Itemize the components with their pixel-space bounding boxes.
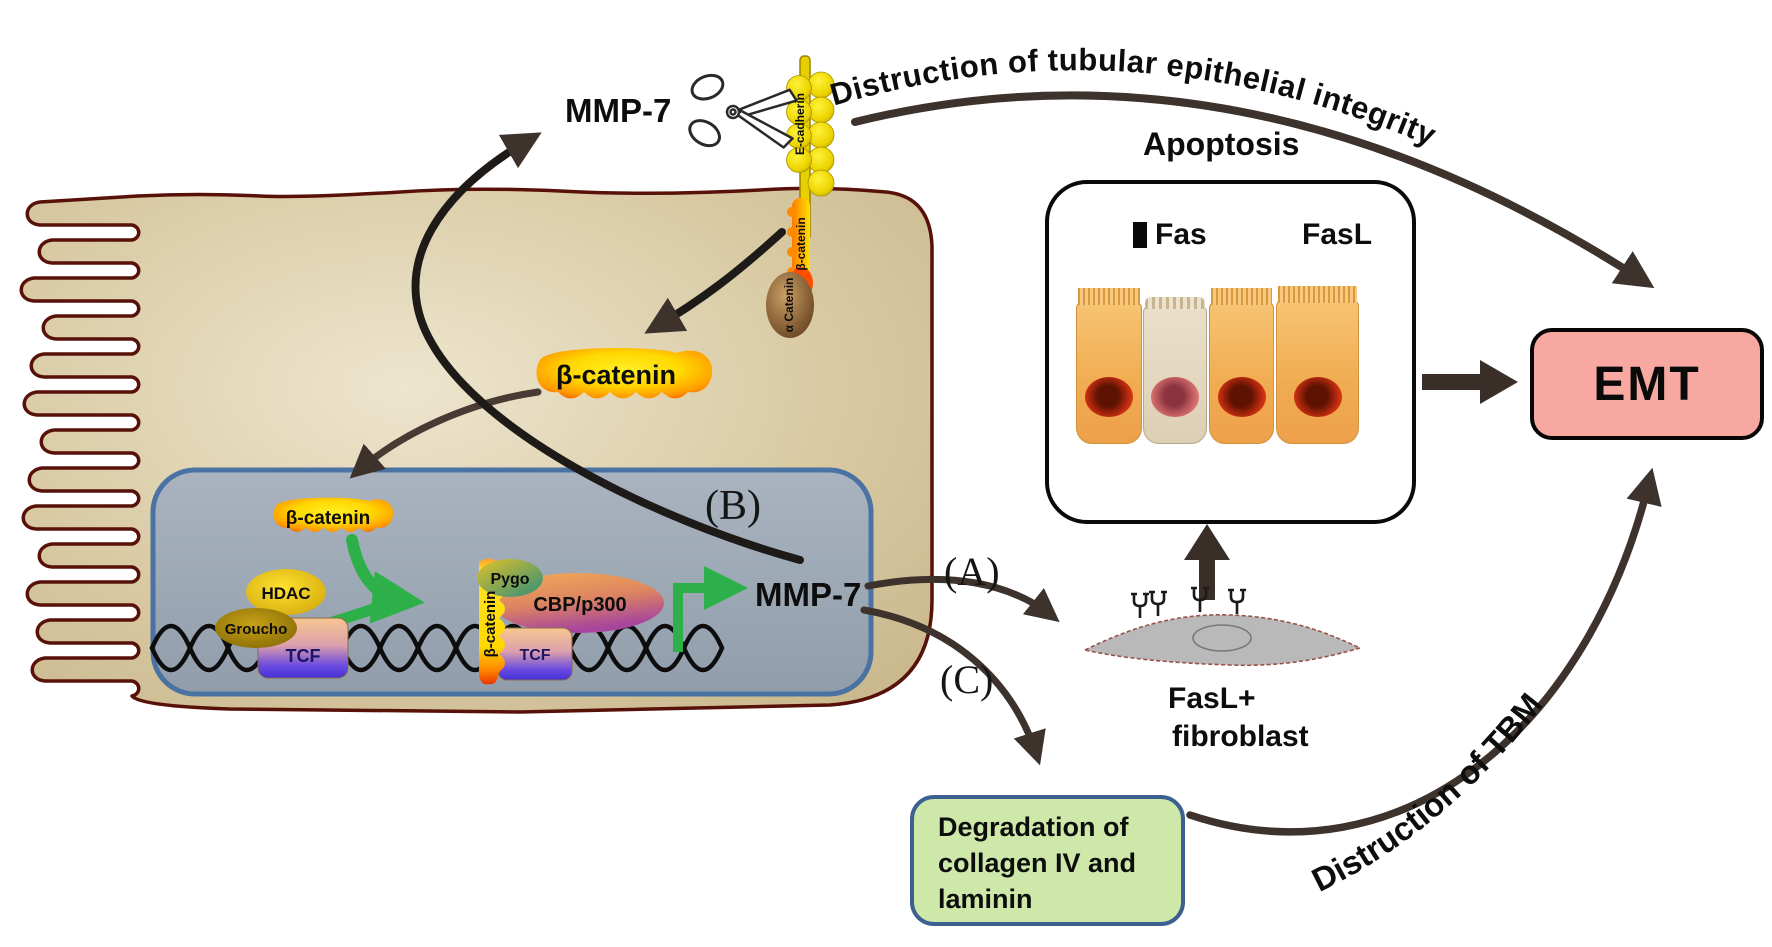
mmp7-extracellular-label: MMP-7 (565, 92, 672, 129)
translocation-arrow (349, 388, 542, 479)
beta-catenin-bar-label: β-catenin (482, 591, 499, 658)
release-arrow (644, 228, 786, 334)
e-cadherin-label: E-cadherin (793, 93, 807, 155)
signal-arrows (349, 91, 1662, 836)
tbm-arc (1186, 467, 1662, 836)
apoptotic-cell (1143, 297, 1207, 444)
label-c: (C) (940, 657, 994, 702)
fibroblast-nucleus (1192, 624, 1252, 652)
tcf-left-label: TCF (286, 646, 321, 666)
adherens-junction-complex (766, 55, 835, 338)
nuclear-beta-catenin-label: β-catenin (286, 508, 370, 529)
fibroblast-caption-line1: FasL+ (1168, 682, 1256, 715)
scissors-icon (688, 73, 798, 149)
apoptosis-panel (1045, 180, 1416, 524)
membrane-beta-catenin-strip (792, 198, 810, 290)
fas-icon (1133, 222, 1147, 248)
emt-label: EMT (1593, 357, 1701, 411)
legend-fasl-label: FasL (1302, 218, 1373, 251)
degradation-line3: laminin (938, 884, 1033, 914)
free-beta-catenin-label: β-catenin (556, 360, 676, 390)
pathway-a-arrow (864, 575, 1060, 623)
pygo-oval (477, 559, 543, 597)
apoptosis-title: Apoptosis (1143, 126, 1300, 162)
pygo-label: Pygo (490, 571, 529, 588)
pathway-c-arrow (860, 606, 1046, 766)
fibroblast-caption-line2: fibroblast (1172, 720, 1309, 753)
cell-nucleus (1217, 377, 1266, 417)
cell-nucleus (1151, 377, 1199, 417)
epithelial-cell (19, 186, 934, 714)
cell-nucleus (1293, 377, 1342, 417)
degradation-line1: Degradation of (938, 812, 1129, 842)
cbp-p300-label: CBP/p300 (533, 594, 626, 616)
hdac-oval (246, 569, 326, 615)
degradation-box: Degradation of collagen IV and laminin (910, 795, 1185, 926)
epithelial-cell-3 (1209, 288, 1274, 444)
tbm-arc-label: Distruction of TBM (1306, 686, 1550, 899)
mmp7-gene-label: MMP-7 (755, 576, 862, 613)
legend-fas-label: Fas (1155, 218, 1207, 251)
label-a: (A) (944, 549, 1000, 594)
groucho-label: Groucho (225, 621, 288, 638)
hdac-label: HDAC (261, 584, 310, 603)
membrane-beta-catenin-label: β-catenin (794, 217, 808, 270)
emt-box: EMT (1530, 328, 1764, 440)
label-b: (B) (705, 483, 761, 529)
alpha-catenin-label: α Catenin (782, 278, 796, 333)
epithelial-cell-1 (1076, 288, 1142, 444)
fasl-receptors (1131, 586, 1246, 618)
fibroblast-body (1082, 614, 1363, 667)
apoptosis-to-emt-arrow (1422, 360, 1518, 404)
epithelial-cell-4 (1276, 286, 1359, 444)
e-cadherin-beads (786, 71, 835, 197)
secretion-arrow (411, 132, 804, 564)
fasl-fibroblast (1082, 586, 1363, 667)
groucho-oval (215, 608, 297, 648)
tcf-right-label: TCF (519, 647, 550, 664)
alpha-catenin-oval (766, 272, 814, 338)
fibroblast-to-apoptosis-arrow (1184, 524, 1230, 600)
epithelial-integrity-arc (851, 91, 1655, 289)
transcription-arrow (673, 565, 748, 652)
cell-nucleus (1085, 377, 1133, 417)
degradation-line2: collagen IV and (938, 848, 1137, 878)
